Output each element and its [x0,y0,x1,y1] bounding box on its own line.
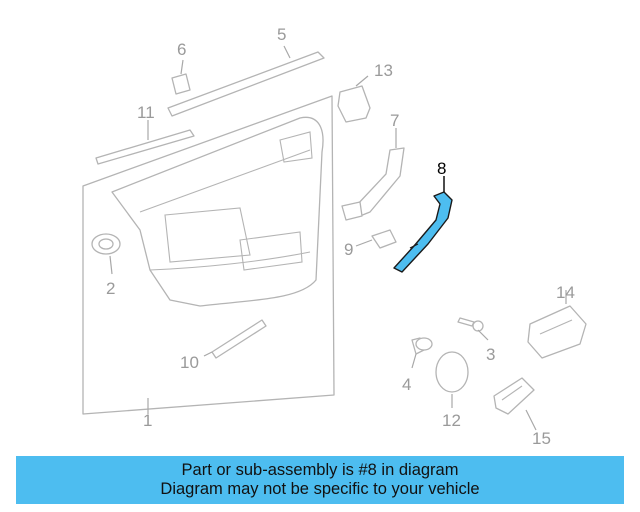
part-11-molding [95,129,195,165]
part-3-screw [457,317,484,332]
callout-14: 14 [556,283,575,302]
callout-13: 13 [374,61,393,80]
callout-15: 15 [532,429,551,448]
callout-12: 12 [442,411,461,430]
part-2-grommet [91,233,121,255]
callout-5: 5 [277,25,286,44]
part-5-belt-molding [167,51,325,117]
callout-2: 2 [106,279,115,298]
banner-line-1: Part or sub-assembly is #8 in diagram [181,461,459,479]
callout-1: 1 [143,411,152,430]
part-14-inner-handle [527,305,587,359]
callout-10: 10 [180,353,199,372]
callout-4: 4 [402,375,411,394]
leader-lines [109,45,567,431]
callout-9: 9 [344,240,353,259]
part-9-bracket [371,229,397,249]
parts-diagram: 1 2 3 4 5 6 7 8 9 10 11 12 13 14 15 [82,25,587,448]
part-8-pull-handle [393,191,453,273]
part-13-switch [337,85,371,123]
part-15-bezel [493,377,535,415]
part-10-trim [211,319,267,359]
callout-6: 6 [177,40,186,59]
part-6-clip [171,73,191,95]
part-4-push-pin [411,337,433,355]
banner-line-2: Diagram may not be specific to your vehi… [160,480,480,498]
callout-3: 3 [486,345,495,364]
part-7-handle-rod [341,147,405,221]
callout-11: 11 [137,103,155,122]
info-banner: Part or sub-assembly is #8 in diagram Di… [16,456,624,504]
callout-8: 8 [437,159,446,178]
part-1-door-panel [82,95,335,415]
part-12-cover-disc [435,351,469,393]
callout-7: 7 [390,111,399,130]
callouts: 1 2 3 4 5 6 7 8 9 10 11 12 13 14 15 [106,25,575,448]
